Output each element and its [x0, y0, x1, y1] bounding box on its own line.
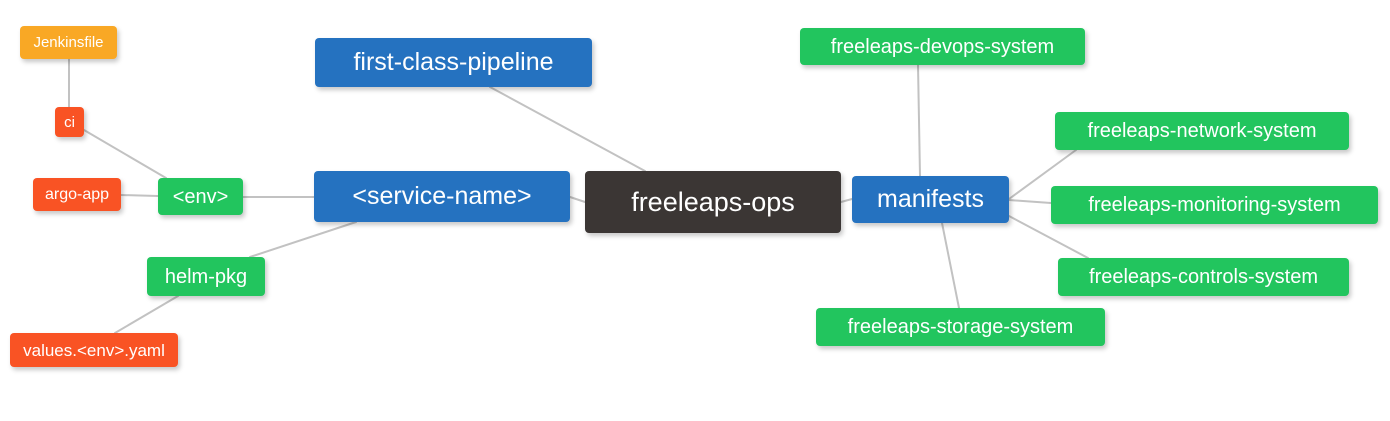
edge-values-env-yaml-to-helm-pkg — [114, 295, 179, 334]
node-helm-pkg[interactable]: helm-pkg — [147, 257, 265, 296]
node-env[interactable]: <env> — [158, 178, 243, 215]
edge-argo-app-to-env — [120, 194, 159, 197]
node-first-class-pipeline[interactable]: first-class-pipeline — [315, 38, 592, 87]
edge-manifests-to-freeleaps-monitoring-system — [1008, 199, 1052, 204]
node-freeleaps-controls-system[interactable]: freeleaps-controls-system — [1058, 258, 1349, 296]
node-freeleaps-network-system[interactable]: freeleaps-network-system — [1055, 112, 1349, 150]
edge-freeleaps-ops-to-manifests — [840, 198, 853, 203]
edge-first-class-pipeline-to-freeleaps-ops — [489, 86, 646, 172]
node-freeleaps-storage-system[interactable]: freeleaps-storage-system — [816, 308, 1105, 346]
node-ci[interactable]: ci — [55, 107, 84, 137]
node-freeleaps-ops[interactable]: freeleaps-ops — [585, 171, 841, 233]
edge-manifests-to-freeleaps-devops-system — [917, 64, 921, 177]
node-argo-app[interactable]: argo-app — [33, 178, 121, 211]
node-jenkinsfile[interactable]: Jenkinsfile — [20, 26, 117, 59]
edge-ci-to-env — [83, 129, 167, 179]
edge-manifests-to-freeleaps-storage-system — [941, 222, 960, 309]
edge-service-name-to-freeleaps-ops — [569, 196, 586, 203]
node-freeleaps-devops-system[interactable]: freeleaps-devops-system — [800, 28, 1085, 65]
edge-helm-pkg-to-service-name — [249, 221, 357, 258]
node-values-env-yaml[interactable]: values.<env>.yaml — [10, 333, 178, 367]
node-manifests[interactable]: manifests — [852, 176, 1009, 223]
node-service-name[interactable]: <service-name> — [314, 171, 570, 222]
node-freeleaps-monitoring-system[interactable]: freeleaps-monitoring-system — [1051, 186, 1378, 224]
